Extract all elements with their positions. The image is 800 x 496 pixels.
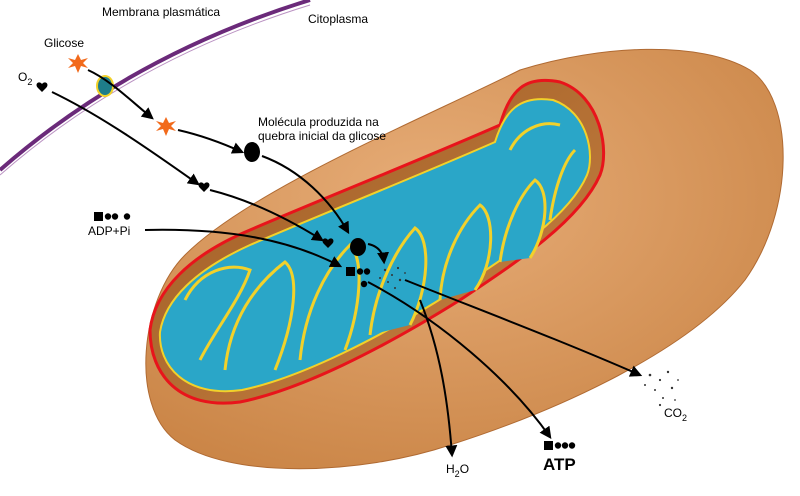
arrow-glucose-in (87, 69, 154, 120)
arrow-pyruvate-to-cycle (367, 243, 390, 265)
o2-label: O2 (18, 70, 33, 87)
arrow-o2-in (51, 91, 200, 186)
glucose-label: Glicose (44, 36, 85, 50)
atp-label: ATP (543, 455, 576, 474)
plasma-membrane (0, 0, 311, 172)
arrow-pyruvate-to-mito (261, 155, 350, 235)
arrow-co2-out (404, 279, 643, 377)
cristae (183, 122, 577, 371)
molecule-label: Molécula produzida na quebra inicial da … (258, 115, 387, 143)
oxygen-heart-icon (36, 82, 48, 92)
pyruvate-dot-icon (244, 142, 260, 162)
adp-label: ADP+Pi (88, 224, 131, 238)
adp-symbol-icon (94, 212, 131, 221)
glucose-star-icon-2 (156, 117, 176, 136)
arrow-glucose-to-pyruvate (177, 129, 245, 154)
atp-symbol-icon (544, 441, 576, 450)
mitochondrion (145, 48, 784, 470)
glucose-star-icon (68, 54, 88, 73)
arrow-o2-to-mito (209, 189, 325, 242)
arrow-atp-out (367, 281, 552, 439)
membrane-label: Membrana plasmática (102, 5, 221, 19)
pyruvate-dot-icon-2 (350, 238, 366, 256)
adp-symbol-icon-2 (346, 267, 371, 288)
co2-label: CO2 (664, 406, 688, 423)
cytoplasm-label: Citoplasma (308, 12, 369, 26)
co2-particles-icon-2 (644, 370, 679, 407)
h2o-label: H2O (446, 462, 470, 479)
arrows (51, 69, 643, 458)
oxygen-heart-icon-2 (198, 182, 210, 192)
co2-particles-icon (379, 266, 406, 289)
arrow-adp-to-mito (144, 228, 343, 268)
oxygen-heart-icon-3 (322, 238, 334, 248)
